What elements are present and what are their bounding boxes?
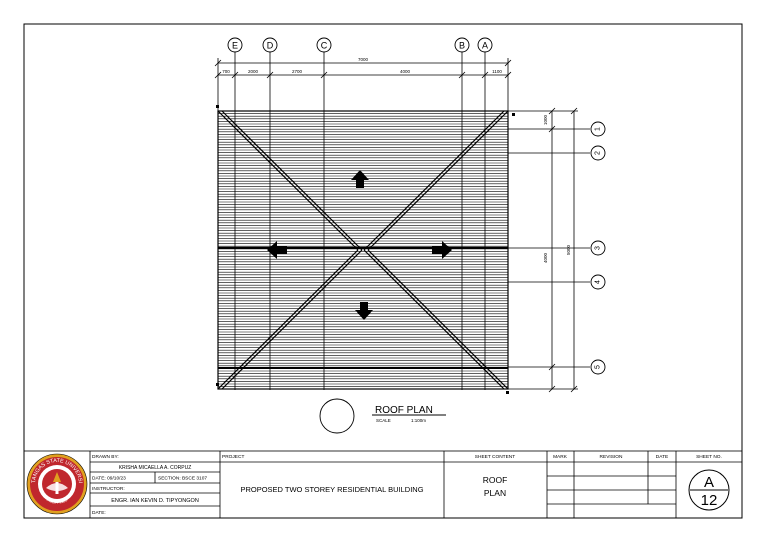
instructor-name: ENGR. IAN KEVIN D. TIPYONGON — [111, 498, 199, 504]
column-grid-bubbles: E D C B A — [227, 37, 493, 53]
slope-arrow-right-icon — [432, 241, 452, 259]
svg-text:5: 5 — [595, 365, 602, 369]
sheet-content-label: SHEET CONTENT — [475, 454, 515, 460]
section-label: SECTION: BSCE 3107 — [158, 476, 207, 482]
grid-bubble-c: C — [316, 37, 332, 53]
logo-text-top: BATANGAS STATE UNIVERSITY — [0, 0, 83, 483]
rev-date-label: DATE — [656, 454, 668, 460]
column-dimension-1: 700 — [222, 69, 230, 74]
svg-text:B: B — [459, 41, 465, 51]
sheet-number: 12 — [701, 492, 718, 509]
instructor-label: INSTRUCTOR: — [92, 486, 125, 492]
roof-hatching — [218, 113, 508, 387]
revision-label: REVISION — [600, 454, 623, 460]
grid-bubble-d: D — [262, 37, 278, 53]
mark-label: MARK — [553, 454, 568, 460]
project-name: PROPOSED TWO STOREY RESIDENTIAL BUILDING — [240, 485, 423, 494]
drawn-by-label: DRAWN BY: — [92, 454, 119, 460]
svg-text:4: 4 — [595, 280, 602, 284]
grid-bubble-1: 1 — [590, 121, 606, 137]
top-dimensions — [214, 58, 512, 111]
grid-bubble-4: 4 — [590, 274, 606, 290]
drawing-title: ROOF PLAN — [375, 405, 433, 416]
column-dimension-4: 4000 — [400, 69, 411, 74]
logo-torch-icon — [46, 472, 68, 494]
column-grid-lines — [234, 52, 486, 390]
drawing-scale-label: SCALE — [376, 418, 391, 423]
row-dimension-2: 4000 — [543, 252, 548, 263]
side-dimension: 5000 — [566, 244, 571, 255]
column-dimension-5: 1100 — [492, 69, 502, 74]
svg-text:1: 1 — [595, 127, 602, 131]
grid-bubble-e: E — [227, 37, 243, 53]
slope-arrow-up-icon — [351, 170, 369, 188]
row-grid-bubbles: 1 2 3 4 5 — [590, 121, 606, 375]
grid-bubble-a: A — [477, 37, 493, 53]
sheet-no-label: SHEET NO. — [696, 454, 722, 460]
svg-text:D: D — [267, 41, 274, 51]
roof-plan: 7000 700 2000 2700 4000 1100 1000 4000 5… — [214, 37, 606, 394]
drawing-title-block: ROOF PLAN SCALE 1:100m — [319, 398, 446, 434]
svg-text:C: C — [321, 41, 328, 51]
svg-text:3: 3 — [595, 246, 602, 250]
logo-text-bottom: PHILIPPINES — [46, 498, 69, 505]
grid-bubble-b: B — [454, 37, 470, 53]
svg-text:2: 2 — [595, 151, 602, 155]
grid-bubble-3: 3 — [590, 240, 606, 256]
grid-bubble-5: 5 — [590, 359, 606, 375]
row-grid-lines — [508, 128, 590, 368]
row-dimension-1: 1000 — [543, 114, 548, 125]
university-logo: BATANGAS STATE UNIVERSITY PHILIPPINES — [0, 0, 88, 515]
column-dimension-3: 2700 — [292, 69, 303, 74]
corner-markers — [216, 105, 515, 394]
sheet-content-line1: ROOF — [483, 475, 508, 485]
hip-lines — [217, 110, 509, 390]
slope-arrow-left-icon — [267, 241, 287, 259]
right-dimensions — [508, 107, 578, 393]
overall-dimension-label: 7000 — [358, 57, 369, 62]
project-label: PROJECT — [222, 454, 244, 460]
sheet-number-symbol: A 12 — [688, 469, 730, 511]
slope-arrow-down-icon — [355, 302, 373, 320]
grid-bubble-2: 2 — [590, 145, 606, 161]
svg-text:A: A — [482, 41, 488, 51]
drawing-title-circle — [319, 398, 355, 434]
date-label: DATE: 09/10/23 — [92, 476, 126, 482]
column-dimension-2: 2000 — [248, 69, 259, 74]
drawn-by-name: KRISHA MICAELLA A. CORPUZ — [119, 465, 192, 471]
title-block — [23, 450, 743, 519]
date2-label: DATE: — [92, 510, 106, 516]
drawing-scale-value: 1:100m — [411, 418, 426, 423]
sheet-content-line2: PLAN — [484, 488, 506, 498]
svg-text:E: E — [232, 41, 238, 51]
sheet-letter: A — [704, 474, 714, 491]
